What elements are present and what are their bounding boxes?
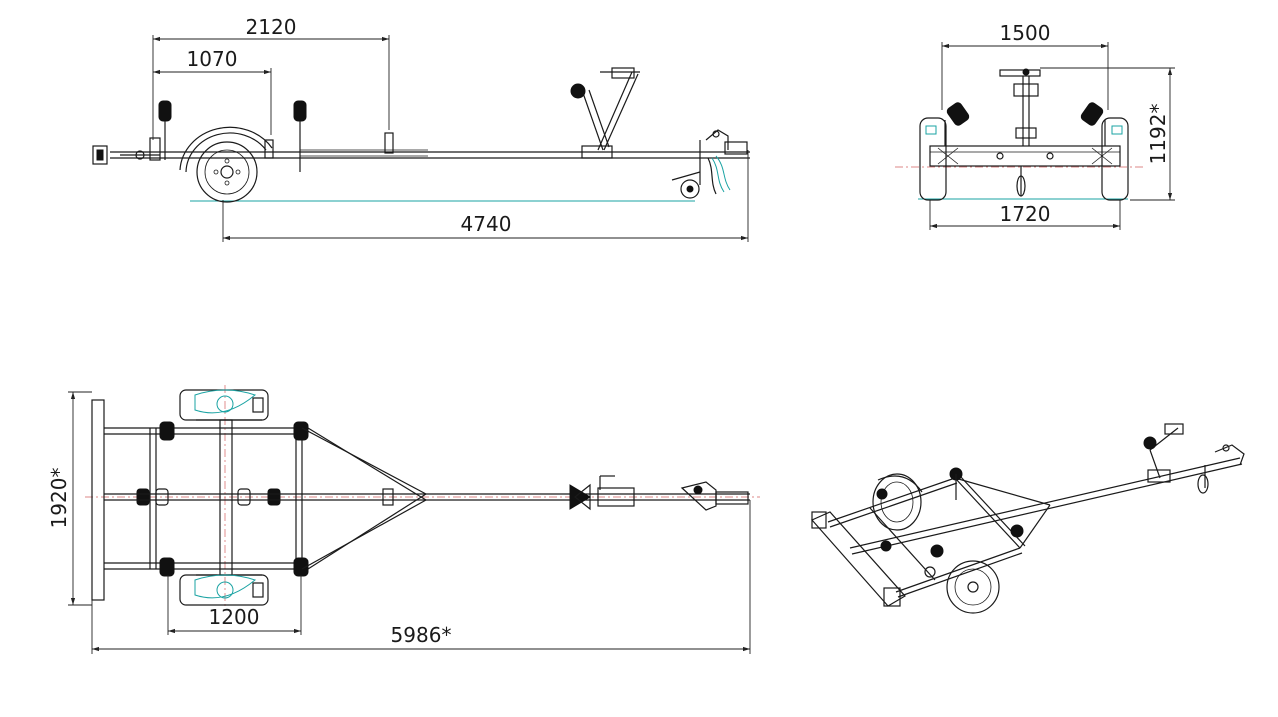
rear-left-wheel: [919, 117, 947, 201]
dim-2120: 2120: [246, 15, 297, 39]
side-middle-roller: [293, 100, 307, 122]
iso-drawbar-right: [1019, 504, 1051, 549]
iso-roller-2: [930, 544, 944, 558]
dim-1200: 1200: [209, 605, 260, 629]
isometric-view: [811, 423, 1245, 614]
top-winch: [597, 487, 635, 507]
side-winch-post: [582, 92, 604, 151]
iso-right-wheel: [946, 560, 1000, 614]
dim-1192: 1192*: [1146, 104, 1170, 165]
iso-winch: [1164, 423, 1184, 435]
rear-right-wheel: [1101, 117, 1129, 201]
side-jockey-wheel: [680, 179, 700, 199]
dim-4740: 4740: [461, 212, 512, 236]
top-rear-bar: [91, 399, 105, 601]
iso-bow-roller: [1143, 436, 1157, 450]
top-drawbar-left: [301, 427, 427, 495]
top-roller-3: [293, 421, 309, 441]
side-rear-light: [92, 145, 108, 165]
dim-5986: 5986*: [391, 623, 452, 647]
side-bow-roller: [570, 83, 586, 99]
rear-view: 1500 1192* 1720: [895, 21, 1175, 230]
top-drawbar-right: [301, 499, 427, 570]
side-cable: [711, 157, 725, 193]
top-roller-2: [159, 557, 175, 577]
iso-tongue: [849, 457, 1241, 549]
side-rear-roller: [158, 100, 172, 122]
rear-crossbeam: [929, 145, 1121, 167]
top-axle: [219, 419, 233, 576]
iso-drawbar-left: [954, 477, 1051, 506]
iso-right-rail: [895, 547, 1021, 593]
dim-1720: 1720: [1000, 202, 1051, 226]
iso-left-wheel: [872, 473, 922, 531]
iso-winch-post: [1149, 449, 1161, 479]
dim-1500: 1500: [1000, 21, 1051, 45]
dim-1920: 1920*: [47, 468, 71, 529]
iso-left-rail: [827, 477, 956, 523]
side-front-support: [384, 132, 394, 154]
rear-left-roller: [946, 102, 970, 126]
side-winch: [611, 67, 635, 79]
side-mudguard: [179, 126, 273, 171]
iso-jockey-wheel: [1197, 474, 1209, 494]
iso-rear-bar: [811, 511, 906, 607]
side-view: 2120 1070 4740: [92, 15, 750, 242]
dim-1070: 1070: [187, 47, 238, 71]
iso-roller-3: [1010, 524, 1024, 538]
side-wheel: [196, 141, 258, 203]
side-coupling: [705, 129, 729, 150]
top-bow-roller: [569, 484, 591, 510]
top-roller-1: [159, 421, 175, 441]
rear-right-roller: [1080, 102, 1104, 126]
top-view: 1920* 1200 5986*: [47, 385, 760, 654]
rear-bow-roller: [1013, 83, 1039, 97]
